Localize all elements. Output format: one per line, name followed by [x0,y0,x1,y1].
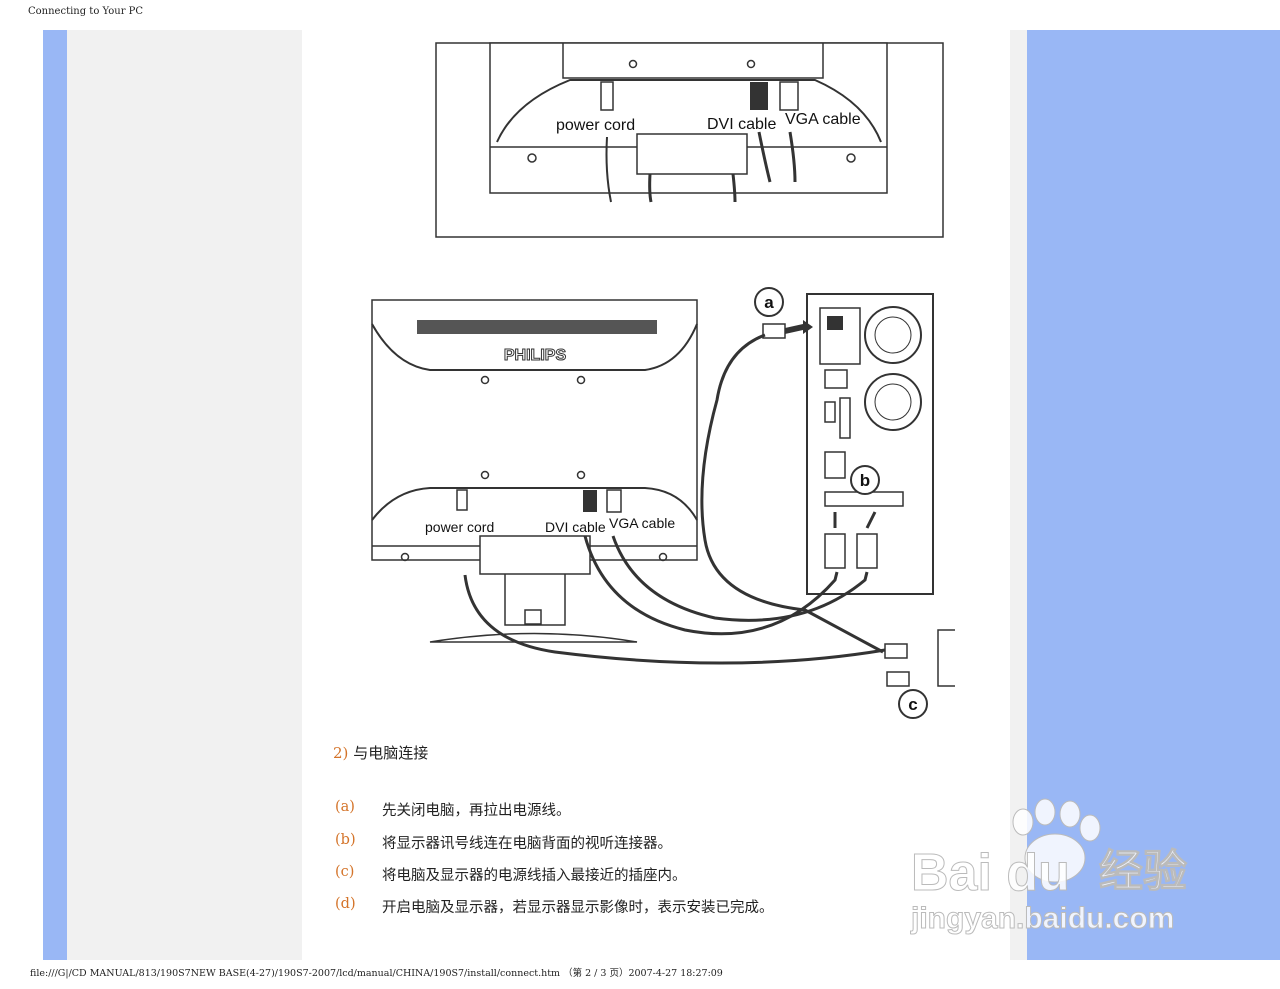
section-heading: 2) 与电脑连接 [333,742,428,763]
left-gray-panel [67,30,302,960]
step-text: 先关闭电脑，再拉出电源线。 [382,803,571,819]
callout-b: b [860,471,870,490]
watermark-url: jingyan.baidu.com [910,902,1174,935]
right-gray-strip [1010,30,1027,960]
section-number: 2) [333,744,349,762]
monitor-vga-label: VGA cable [609,515,675,531]
connector-closeup-figure: power cord DVI cable VGA cable [435,42,944,238]
left-blue-band [43,30,67,960]
callout-a: a [764,293,774,312]
monitor-dvi-label: DVI cable [545,519,606,535]
step-label: (b) [335,832,356,848]
step-text: 将电脑及显示器的电源线插入最接近的插座内。 [382,868,687,884]
monitor-brand-logo: PHILIPS [504,347,567,364]
step-label: (c) [335,864,355,880]
closeup-vga-label: VGA cable [785,111,861,128]
step-text: 开启电脑及显示器，若显示器显示影像时，表示安装已完成。 [382,900,774,916]
monitor-power-label: power cord [425,519,494,535]
monitor-pc-connection-figure: PHILIPS power cord DVI cable VGA cable a… [371,287,955,719]
closeup-power-label: power cord [556,117,635,134]
watermark-cn: 经验 [1099,847,1187,896]
callout-c: c [908,695,917,714]
baidu-watermark: Bai du 经验 jingyan.baidu.com [910,798,1188,936]
page-footer: file:///G|/CD MANUAL/813/190S7NEW BASE(4… [30,968,723,979]
step-text: 将显示器讯号线连在电脑背面的视听连接器。 [382,836,672,852]
page-header: Connecting to Your PC [28,6,144,17]
step-label: (d) [335,896,356,912]
closeup-dvi-label: DVI cable [707,116,776,133]
step-label: (a) [335,799,355,815]
watermark-brand: Bai du [911,844,1070,902]
paw-icon [1024,833,1086,883]
section-title: 与电脑连接 [353,744,429,762]
